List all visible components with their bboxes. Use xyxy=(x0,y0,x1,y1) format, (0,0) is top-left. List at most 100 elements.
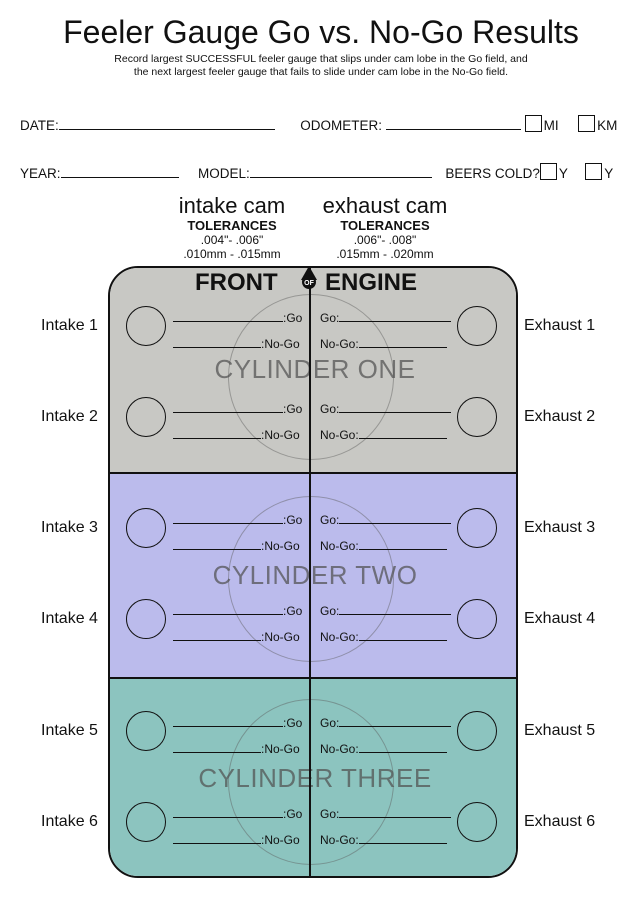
exhaust-nogo-field[interactable]: No-Go: xyxy=(320,425,447,442)
exhaust-go-field[interactable]: Go: xyxy=(320,601,452,618)
cylinder-bore-outline xyxy=(228,294,394,460)
intake-nogo-field[interactable]: :No-Go xyxy=(173,627,300,644)
intake-go-field[interactable]: :Go xyxy=(173,399,302,416)
exhaust-nogo-field[interactable]: No-Go: xyxy=(320,739,447,756)
front-label: FRONT xyxy=(195,269,278,296)
exhaust-nogo-field[interactable]: No-Go: xyxy=(320,536,447,553)
exhaust-tolerances-label: TOLERANCES xyxy=(340,218,430,233)
intake-go-field[interactable]: :Go xyxy=(173,601,302,618)
exhaust-nogo-field-line[interactable] xyxy=(358,536,447,550)
intake-nogo-field[interactable]: :No-Go xyxy=(173,536,300,553)
intake-nogo-field-line[interactable] xyxy=(173,536,261,550)
exhaust-nogo-field-label: No-Go: xyxy=(320,337,359,351)
exhaust-go-field[interactable]: Go: xyxy=(320,399,452,416)
exhaust-go-field-line[interactable] xyxy=(339,601,452,615)
engine-label: ENGINE xyxy=(325,269,418,296)
model-field[interactable] xyxy=(249,163,432,178)
intake-label: Intake 3 xyxy=(41,519,98,536)
exhaust-nogo-field-line[interactable] xyxy=(358,425,447,439)
exhaust-go-field[interactable]: Go: xyxy=(320,308,452,325)
cylinder-two-zone: CYLINDER TWO xyxy=(110,472,516,677)
exhaust-label: Exhaust 2 xyxy=(524,408,596,425)
exhaust-nogo-field-line[interactable] xyxy=(358,739,447,753)
beers-yes-label-1: Y xyxy=(558,166,568,181)
exhaust-nogo-field-label: No-Go: xyxy=(320,630,359,644)
front-arrow-icon: OF xyxy=(299,266,319,290)
exhaust-nogo-field-label: No-Go: xyxy=(320,742,359,756)
intake-nogo-field[interactable]: :No-Go xyxy=(173,739,300,756)
exhaust-go-field-line[interactable] xyxy=(339,713,452,727)
of-label: OF xyxy=(304,280,314,287)
intake-label: Intake 2 xyxy=(41,408,98,425)
intake-go-field-label: :Go xyxy=(283,513,303,527)
exhaust-go-field[interactable]: Go: xyxy=(320,713,452,730)
intake-go-field-line[interactable] xyxy=(173,804,283,818)
intake-lobe-icon xyxy=(126,711,166,751)
mi-checkbox[interactable] xyxy=(524,115,542,132)
intake-go-field[interactable]: :Go xyxy=(173,804,302,821)
beers-yes-checkbox-1[interactable] xyxy=(539,163,557,180)
exhaust-nogo-field-line[interactable] xyxy=(358,627,447,641)
intake-go-field-line[interactable] xyxy=(173,399,283,413)
exhaust-tolerance-inch: .006"- .008" xyxy=(353,233,417,247)
exhaust-go-field-line[interactable] xyxy=(339,399,452,413)
exhaust-lobe-icon xyxy=(457,599,497,639)
exhaust-go-field-line[interactable] xyxy=(339,804,452,818)
exhaust-go-field-label: Go: xyxy=(320,402,340,416)
exhaust-label: Exhaust 5 xyxy=(524,722,596,739)
exhaust-nogo-field[interactable]: No-Go: xyxy=(320,627,447,644)
intake-tolerance-inch: .004"- .006" xyxy=(200,233,264,247)
exhaust-go-field-label: Go: xyxy=(320,604,340,618)
mi-label: MI xyxy=(543,118,559,133)
intake-go-field-label: :Go xyxy=(283,807,303,821)
intake-nogo-field-line[interactable] xyxy=(173,627,261,641)
intake-go-field[interactable]: :Go xyxy=(173,308,302,325)
intake-lobe-icon xyxy=(126,397,166,437)
beers-yes-checkbox-2[interactable] xyxy=(585,163,603,180)
odometer-field[interactable] xyxy=(385,115,521,130)
intake-go-field-line[interactable] xyxy=(173,510,283,524)
intake-go-field-line[interactable] xyxy=(173,601,283,615)
intake-tolerances-label: TOLERANCES xyxy=(187,218,277,233)
intake-nogo-field-label: :No-Go xyxy=(261,630,300,644)
instructions-line-1: Record largest SUCCESSFUL feeler gauge t… xyxy=(114,53,528,65)
intake-nogo-field-label: :No-Go xyxy=(261,337,300,351)
exhaust-lobe-icon xyxy=(457,711,497,751)
date-field[interactable] xyxy=(58,115,275,130)
intake-label: Intake 5 xyxy=(41,722,98,739)
year-field[interactable] xyxy=(60,163,179,178)
intake-tolerance-mm: .010mm - .015mm xyxy=(183,247,281,261)
exhaust-nogo-field-line[interactable] xyxy=(358,830,447,844)
intake-nogo-field-line[interactable] xyxy=(173,739,261,753)
exhaust-nogo-field-label: No-Go: xyxy=(320,833,359,847)
cylinder-bore-outline xyxy=(228,496,394,662)
intake-nogo-field[interactable]: :No-Go xyxy=(173,334,300,351)
exhaust-tolerance-mm: .015mm - .020mm xyxy=(336,247,434,261)
exhaust-go-field[interactable]: Go: xyxy=(320,510,452,527)
intake-go-field-label: :Go xyxy=(283,402,303,416)
cylinder-head-diagram: CYLINDER ONE CYLINDER TWO CYLINDER THREE xyxy=(108,266,518,878)
exhaust-nogo-field[interactable]: No-Go: xyxy=(320,830,447,847)
exhaust-label: Exhaust 3 xyxy=(524,519,596,536)
intake-go-field-label: :Go xyxy=(283,716,303,730)
instructions-line-2: the next largest feeler gauge that fails… xyxy=(133,66,509,78)
intake-nogo-field-line[interactable] xyxy=(173,830,261,844)
exhaust-lobe-icon xyxy=(457,508,497,548)
exhaust-nogo-field[interactable]: No-Go: xyxy=(320,334,447,351)
exhaust-go-field-line[interactable] xyxy=(339,510,452,524)
intake-nogo-field[interactable]: :No-Go xyxy=(173,830,300,847)
exhaust-nogo-field-line[interactable] xyxy=(358,334,447,348)
intake-nogo-field-line[interactable] xyxy=(173,425,261,439)
intake-go-field[interactable]: :Go xyxy=(173,510,302,527)
intake-nogo-field-label: :No-Go xyxy=(261,833,300,847)
intake-nogo-field[interactable]: :No-Go xyxy=(173,425,300,442)
km-checkbox[interactable] xyxy=(578,115,596,132)
exhaust-nogo-field-label: No-Go: xyxy=(320,428,359,442)
intake-go-field[interactable]: :Go xyxy=(173,713,302,730)
intake-nogo-field-line[interactable] xyxy=(173,334,261,348)
exhaust-go-field-line[interactable] xyxy=(339,308,452,322)
exhaust-go-field[interactable]: Go: xyxy=(320,804,452,821)
intake-go-field-line[interactable] xyxy=(173,713,283,727)
intake-go-field-line[interactable] xyxy=(173,308,283,322)
intake-nogo-field-label: :No-Go xyxy=(261,539,300,553)
